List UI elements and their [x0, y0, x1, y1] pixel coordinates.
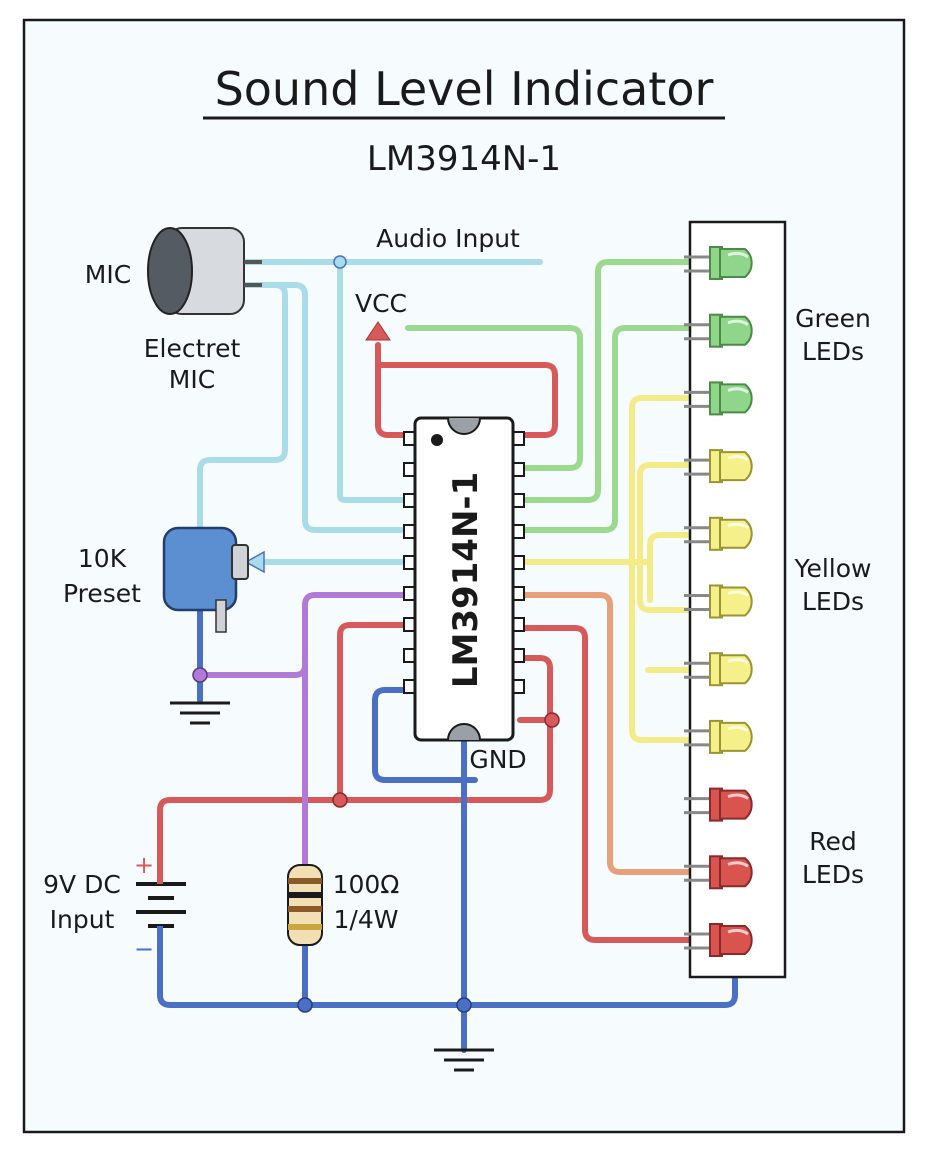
lm3914-chip: [403, 416, 525, 742]
preset-leg: [215, 599, 227, 633]
yellow-led: [684, 584, 753, 619]
chip-pin-right: [512, 586, 525, 601]
yellow-led: [684, 719, 753, 754]
vcc-label: VCC: [355, 289, 407, 318]
junction-dot: [333, 255, 347, 269]
preset-shaft: [231, 544, 249, 580]
chip-pin-right: [512, 493, 525, 508]
junction-dot: [544, 712, 560, 728]
mic-face: [147, 227, 193, 315]
chip-pin-right: [512, 648, 525, 663]
wire-green-3: [517, 325, 693, 533]
chip-pin-right: [512, 617, 525, 632]
green-leds-label-line2: LEDs: [802, 337, 864, 366]
chip-pin-left: [403, 493, 416, 508]
audio-input-label: Audio Input: [376, 224, 520, 253]
resistor-label-line1: 100Ω: [333, 870, 400, 899]
wire-gnd-loop: [372, 687, 478, 783]
yellow-led: [684, 652, 753, 687]
red-leds-label-line2: LEDs: [802, 860, 864, 889]
electret-label-line2: MIC: [169, 365, 215, 394]
gnd-label: GND: [469, 745, 526, 774]
battery: [136, 870, 186, 945]
wire-yellow-2: [637, 462, 693, 613]
green-led: [684, 381, 753, 416]
wire-gnd-bottom: [157, 937, 738, 1008]
battery-label-line2: Input: [50, 905, 115, 934]
chip-pin-right: [512, 462, 525, 477]
yellow-leds-label-line1: Yellow: [794, 554, 872, 583]
diagram-subtitle: LM3914N-1: [367, 139, 561, 179]
junction-dot: [456, 997, 472, 1013]
junction-dot: [192, 667, 208, 683]
chip-pin-left: [403, 431, 416, 446]
red-led: [684, 923, 753, 957]
red-leds-label-line1: Red: [809, 827, 857, 856]
main-ground-icon: [434, 1048, 494, 1072]
wire-red-left: [337, 622, 411, 803]
wire-yellow-1: [629, 395, 693, 743]
chip-pin-left: [403, 462, 416, 477]
chip-pin-left: [403, 524, 416, 539]
wire-red-led-2: [157, 655, 553, 873]
diagram-title: Sound Level Indicator: [215, 62, 714, 116]
chip-notch: [447, 417, 481, 435]
electret-label-line1: Electret: [144, 334, 241, 363]
wire-vcc: [375, 342, 411, 438]
chip-label: LM3914N-1: [446, 472, 486, 688]
battery-minus: −: [134, 935, 154, 963]
yellow-leds-label-line2: LEDs: [802, 587, 864, 616]
preset-label-line1: 10K: [78, 544, 127, 573]
vcc-arrow-icon: [365, 321, 391, 341]
red-led: [684, 787, 753, 822]
wire-audio-to-pin: [337, 259, 411, 503]
junction-dots: [192, 255, 560, 1013]
pin1-marker: [431, 434, 443, 446]
chip-pin-left: [403, 586, 416, 601]
chip-pin-left: [403, 617, 416, 632]
green-leds-label-line1: Green: [795, 304, 871, 333]
chip-pin-left: [403, 555, 416, 570]
red-led: [684, 855, 753, 890]
wire-vcc-loop: [375, 362, 558, 438]
resistor-label-line2: 1/4W: [334, 905, 399, 934]
chip-pin-left: [403, 679, 416, 694]
yellow-led: [684, 449, 753, 484]
wire-green-1: [405, 325, 583, 471]
wire-orange: [517, 592, 693, 875]
junction-dot: [297, 997, 313, 1013]
resistor: [287, 864, 323, 946]
battery-label-line1: 9V DC: [43, 870, 121, 899]
wire-yellow-3: [647, 532, 693, 603]
preset-potentiometer: [162, 526, 249, 633]
chip-pin-right: [512, 555, 525, 570]
wiper-arrow: [244, 550, 265, 574]
green-led: [684, 313, 753, 348]
yellow-led: [684, 516, 753, 551]
wires: [157, 259, 738, 1053]
chip-pin-right: [512, 524, 525, 539]
led-array: [684, 246, 753, 957]
battery-plus: +: [134, 851, 154, 879]
mic-label: MIC: [85, 260, 131, 289]
preset-label-line2: Preset: [63, 579, 141, 608]
resistor-body: [287, 864, 323, 946]
preset-body: [162, 526, 238, 612]
ground-icon: [170, 701, 230, 725]
junction-dot: [332, 792, 348, 808]
wire-mic-to-pin: [239, 282, 411, 533]
chip-pin-right: [512, 679, 525, 694]
chip-bottom-notch: [447, 723, 481, 741]
electret-mic: [147, 227, 262, 315]
chip-pin-right: [512, 431, 525, 446]
wire-green-2: [517, 259, 693, 503]
green-led: [684, 246, 753, 280]
chip-pin-left: [403, 648, 416, 663]
wire-red-led-1: [517, 625, 693, 943]
